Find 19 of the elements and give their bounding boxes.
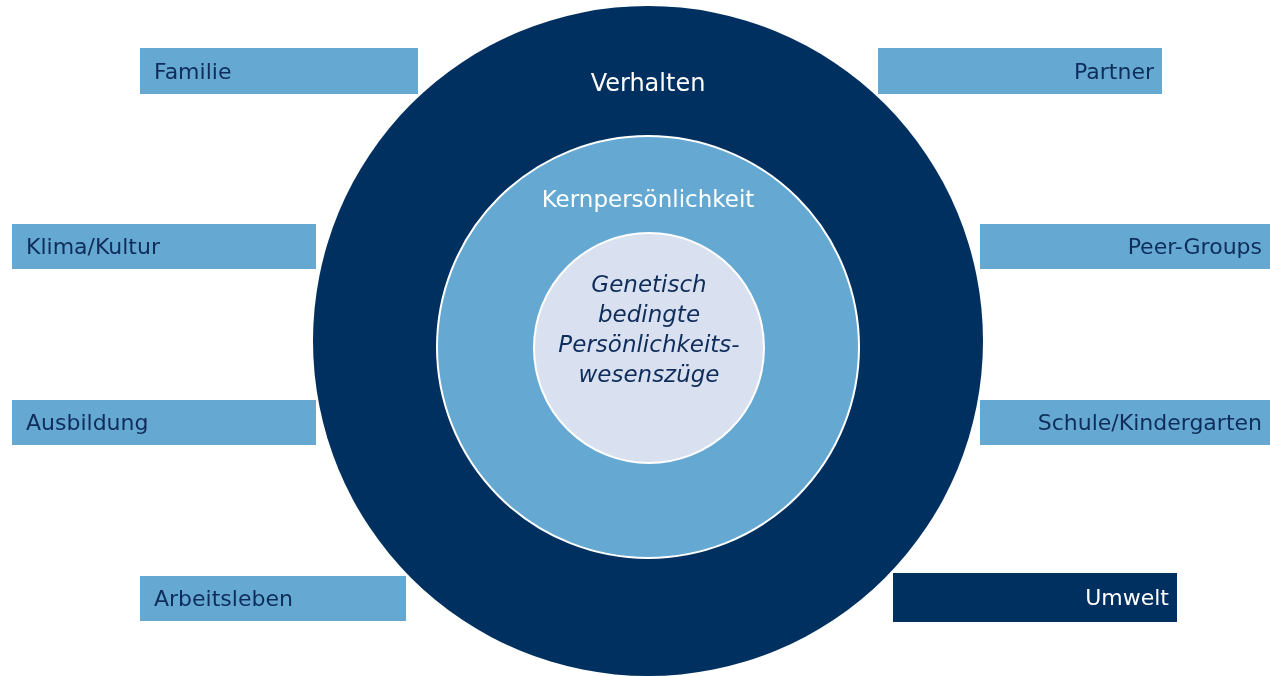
factor-bar bbox=[140, 48, 418, 94]
factor-label: Arbeitsleben bbox=[154, 586, 293, 611]
circle-label: Genetisch bedingte Persönlichkeits- wesenszüge bbox=[557, 270, 741, 389]
circle-label: Verhalten bbox=[589, 68, 707, 99]
factor-label: Ausbildung bbox=[26, 410, 149, 435]
factor-label: Umwelt bbox=[1085, 585, 1169, 610]
highlighted-factor-bar bbox=[893, 573, 1177, 622]
factor-label: Familie bbox=[154, 58, 232, 84]
factor-label: Peer-Groups bbox=[1127, 234, 1262, 259]
circle-label: Kernpersönlichkeit bbox=[540, 185, 756, 214]
factor-label: Schule/Kindergarten bbox=[1037, 410, 1262, 435]
factor-label: Partner bbox=[1074, 58, 1154, 84]
factor-bar bbox=[980, 400, 1270, 445]
factor-bar bbox=[140, 576, 406, 621]
factor-bar bbox=[878, 48, 1162, 94]
factor-bar bbox=[12, 400, 316, 445]
factor-bar bbox=[12, 224, 316, 269]
factor-bar bbox=[980, 224, 1270, 269]
factor-label: Klima/Kultur bbox=[26, 234, 160, 259]
